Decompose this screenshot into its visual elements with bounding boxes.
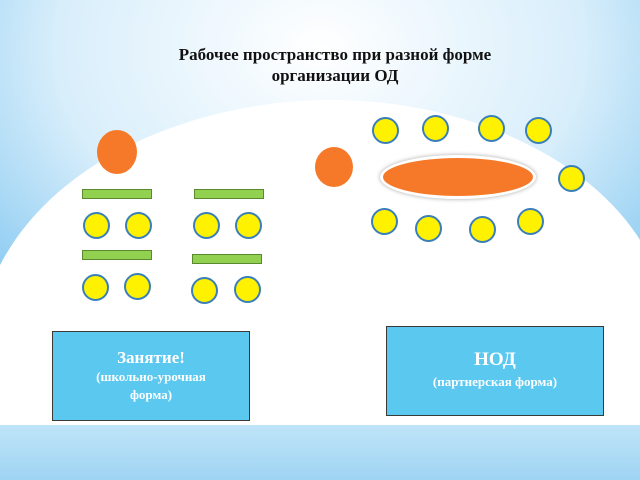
child — [415, 215, 442, 242]
child — [235, 212, 262, 239]
nod-form-title: НОД — [474, 349, 516, 370]
lesson-form-title: Занятие! — [117, 348, 185, 367]
title-line-1: Рабочее пространство при разной форме — [178, 45, 492, 64]
child — [422, 115, 449, 142]
child — [193, 212, 220, 239]
lesson-form-subtitle-2: форма) — [129, 387, 173, 402]
nod-form-box: НОД (партнерская форма) — [386, 326, 604, 416]
lesson-form-box: Занятие! (школьно-урочная форма) — [52, 331, 250, 421]
child — [234, 276, 261, 303]
desk — [82, 250, 152, 260]
desk — [194, 189, 264, 199]
child — [82, 274, 109, 301]
title-line-2: организации ОД — [271, 66, 399, 85]
child — [124, 273, 151, 300]
child — [372, 117, 399, 144]
child — [191, 277, 218, 304]
teacher-left — [97, 130, 137, 174]
nod-form-subtitle: (партнерская форма) — [432, 374, 558, 389]
child — [469, 216, 496, 243]
child — [125, 212, 152, 239]
child — [478, 115, 505, 142]
desk — [192, 254, 262, 264]
round-table — [380, 155, 536, 199]
child — [83, 212, 110, 239]
desk — [82, 189, 152, 199]
child — [558, 165, 585, 192]
child — [517, 208, 544, 235]
child — [371, 208, 398, 235]
page-title: Рабочее пространство при разной форме ор… — [120, 44, 550, 86]
teacher-right — [315, 147, 353, 187]
child — [525, 117, 552, 144]
lesson-form-subtitle-1: (школьно-урочная — [96, 369, 206, 384]
